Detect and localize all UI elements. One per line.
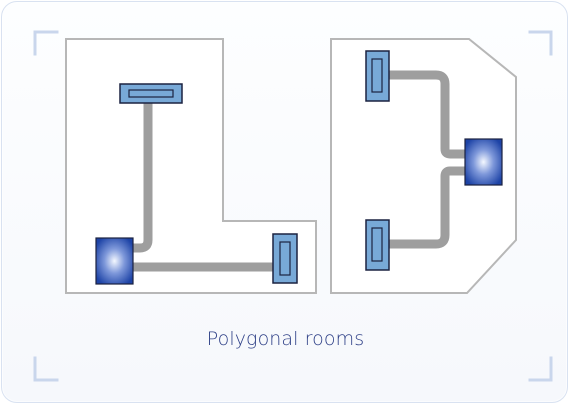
diagram-caption: Polygonal rooms: [206, 328, 365, 350]
corner-bracket-icon: [33, 30, 553, 382]
door-icon: [119, 83, 183, 104]
corridor-vertical: [132, 102, 153, 253]
corner-bracket-bottom-right: [528, 356, 553, 382]
door-icon: [365, 50, 390, 102]
right-room-corridors: [388, 70, 466, 249]
corridor-upper: [388, 70, 466, 159]
corner-bracket-top-right: [528, 30, 553, 56]
corner-bracket-bottom-left: [33, 356, 59, 382]
room-node-icon: [95, 237, 134, 285]
door-icon: [365, 219, 390, 271]
door-icon: [272, 233, 298, 284]
corridor-lower: [388, 166, 466, 249]
left-room-corridors: [132, 102, 274, 272]
corner-bracket-top-left: [33, 30, 59, 56]
room-node-icon: [464, 138, 503, 186]
